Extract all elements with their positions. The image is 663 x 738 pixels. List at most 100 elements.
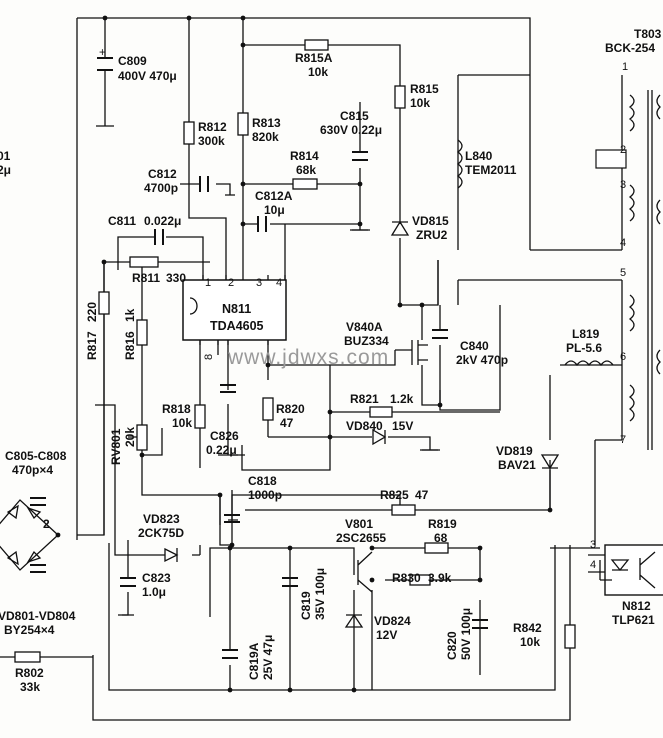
c811-value: 0.022μ [144,214,181,228]
r811-body [129,256,159,268]
r821-body [369,406,393,418]
c809-plates [97,57,113,71]
n811-pin4: 4 [276,277,282,289]
c819-value: 35V 100μ [313,568,327,620]
c823-ref: C823 [142,571,171,585]
vd823-symbol [164,547,179,563]
c801-ref: 01 [0,149,11,163]
vd823-value: 2CK75D [138,526,184,540]
r816-value: 1k [123,308,137,322]
rv801-ref: RV801 [109,428,123,465]
r821-value: 1.2k [390,392,414,406]
vd840-symbol [372,428,387,446]
c812-plates [199,176,209,192]
ground-symbols [122,194,612,616]
r812-value: 300k [198,134,225,148]
bridge-outline [0,499,59,571]
c820-plates [472,619,488,629]
c840-plates [432,329,448,339]
vd819-symbol [540,454,560,470]
r802-ref: R802 [15,666,44,680]
r814-body [292,178,318,190]
c811-plates [154,229,164,245]
vd819-value: BAV21 [498,458,536,472]
r802-value: 33k [20,680,40,694]
r817-value: 220 [85,302,99,322]
node-2-label: 2 [43,517,50,531]
vd840-ref: VD840 [346,419,383,433]
r811-ref: R811 [132,271,160,285]
t803-pin1: 1 [622,61,628,73]
l840-value: TEM2011 [465,163,517,177]
inductors [456,139,614,367]
r842-ref: R842 [513,621,542,635]
c805-ref: C805-C808 [5,449,67,463]
r815a-body [304,39,329,51]
v801-symbol [357,551,373,593]
v801-value: 2SC2655 [336,531,386,545]
r830-body [409,574,431,586]
r820-ref: R820 [276,402,305,416]
c801-value: 2μ [0,163,11,177]
capacitors: + [30,47,488,659]
transistors [357,340,428,593]
r815a-ref: R815A [295,51,333,65]
c815-ref: C815 [340,109,369,123]
r821-ref: R821 [350,392,379,406]
watermark-text: www.jdwxs.com [227,346,389,369]
l840-ref: L840 [465,149,493,163]
t803-pin5: 5 [620,267,626,279]
c812a-plates [257,216,267,232]
c815-plates [352,151,368,161]
t803-pin7: 7 [620,434,626,446]
c815-value: 630V 0.22μ [320,123,382,137]
n811-pin2: 2 [228,277,234,289]
r819-ref: R819 [428,517,457,531]
l819-coil [564,360,614,367]
r813-body [237,112,249,136]
c826-plates [220,384,236,393]
t803-value: BCK-254 [605,41,655,55]
t803-pin3: 3 [620,179,626,191]
vd801-value: BY254×4 [4,623,55,637]
v840a-value: BUZ334 [344,334,389,348]
c805-plates [30,497,46,573]
r825-ref: R825 [380,488,409,502]
resistors [14,39,576,663]
l819-value: PL-5.6 [566,341,602,355]
transformer-t803 [595,75,661,450]
r815-value: 10k [410,96,430,110]
r813-value: 820k [252,130,279,144]
r825-value: 47 [415,488,429,502]
n812-ref: N812 [622,599,651,613]
v840a-symbol [411,340,428,365]
c826-value: 0.22μ [206,443,237,457]
vd815-ref: VD815 [412,214,449,228]
r820-body [262,397,274,421]
r819-body [424,542,449,554]
labels: 01 2μ C809 400V 470μ R812 300k R813 820k… [0,27,662,694]
c840-ref: C840 [460,339,489,353]
vd824-ref: VD824 [374,614,411,628]
vd824-symbol [344,613,364,628]
n811-value: TDA4605 [210,319,264,333]
c819a-ref: C819A [247,642,261,680]
c818-plates [224,514,240,523]
c809-value: 400V 470μ [118,69,177,83]
v801-ref: V801 [345,517,373,531]
c812-value: 4700p [144,181,178,195]
r819-value: 68 [434,531,448,545]
t803-pin2: 2 [620,144,626,156]
c811-ref: C811 [108,214,136,228]
l819-ref: L819 [572,327,600,341]
c812a-value: 10μ [264,203,285,217]
c818-ref: C818 [248,474,277,488]
r814-ref: R814 [290,149,319,163]
ic-n811 [182,275,287,345]
vd815-symbol [390,220,410,236]
t803-pin4: 4 [620,237,626,249]
n811-pin8: 8 [203,354,215,360]
l840-coil [456,139,463,189]
c819a-value: 25V 47μ [261,635,275,680]
